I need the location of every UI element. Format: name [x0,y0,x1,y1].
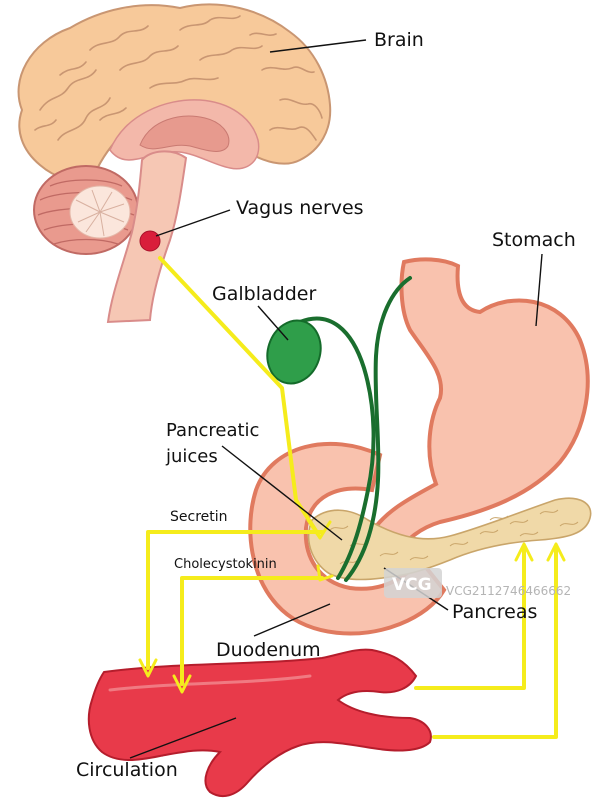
cck-pathway [180,576,324,686]
pancreas-texture [329,509,579,565]
vessel-pancreas-pathway-2 [432,546,558,739]
arrowhead-pancreas-1 [514,542,534,562]
brain [17,3,332,324]
leader-circulation [129,717,237,759]
vagus-pathway [158,256,320,536]
label-pancreatic-juices-1: Pancreatic [166,420,259,441]
label-stomach: Stomach [492,229,576,251]
brain-ventricle [139,115,230,152]
stomach-body [369,257,590,555]
leader-pancreatic-juices [221,445,343,541]
bile-duct [298,276,412,582]
leader-vagus [155,209,231,237]
leader-brain [269,39,367,53]
watermark: VCG VCG2112746466662 [384,568,571,598]
pancreas [307,497,592,581]
label-cholecystokinin: Cholecystokinin [174,557,277,572]
watermark-logo: VCG [392,575,432,595]
secretin-pathway [146,530,324,670]
signal-pathways [146,256,558,739]
leader-stomach [535,253,543,327]
pancreas-body [307,497,592,581]
gallbladder [266,276,412,582]
label-secretin: Secretin [170,509,228,525]
arrowhead-pancreas-2 [546,542,566,562]
vessel-highlight [108,674,312,692]
label-vagus-nerves: Vagus nerves [236,197,364,219]
vagus-nerve-dot [139,230,161,252]
labels: Brain Vagus nerves Stomach Galbladder Pa… [76,29,576,781]
label-circulation: Circulation [76,759,178,781]
label-pancreatic-juices-2: juices [165,446,218,467]
arrowhead-cck-vessel [172,674,192,694]
leader-duodenum [253,603,331,637]
blood-vessel [87,648,432,798]
label-pancreas: Pancreas [452,601,537,623]
vessel-pancreas-pathway-1 [414,546,526,690]
watermark-logo-bg [384,568,442,598]
cerebellum [33,165,139,255]
label-brain: Brain [374,29,424,51]
gallbladder-sac [266,319,322,385]
label-galbladder: Galbladder [212,283,316,305]
brain-gyri [34,15,323,141]
leader-galbladder [257,305,289,341]
arrowhead-secretin [138,658,158,678]
watermark-id: VCG2112746466662 [446,584,571,598]
arrowhead-cck-duodenum [316,564,334,582]
label-duodenum: Duodenum [216,639,321,661]
